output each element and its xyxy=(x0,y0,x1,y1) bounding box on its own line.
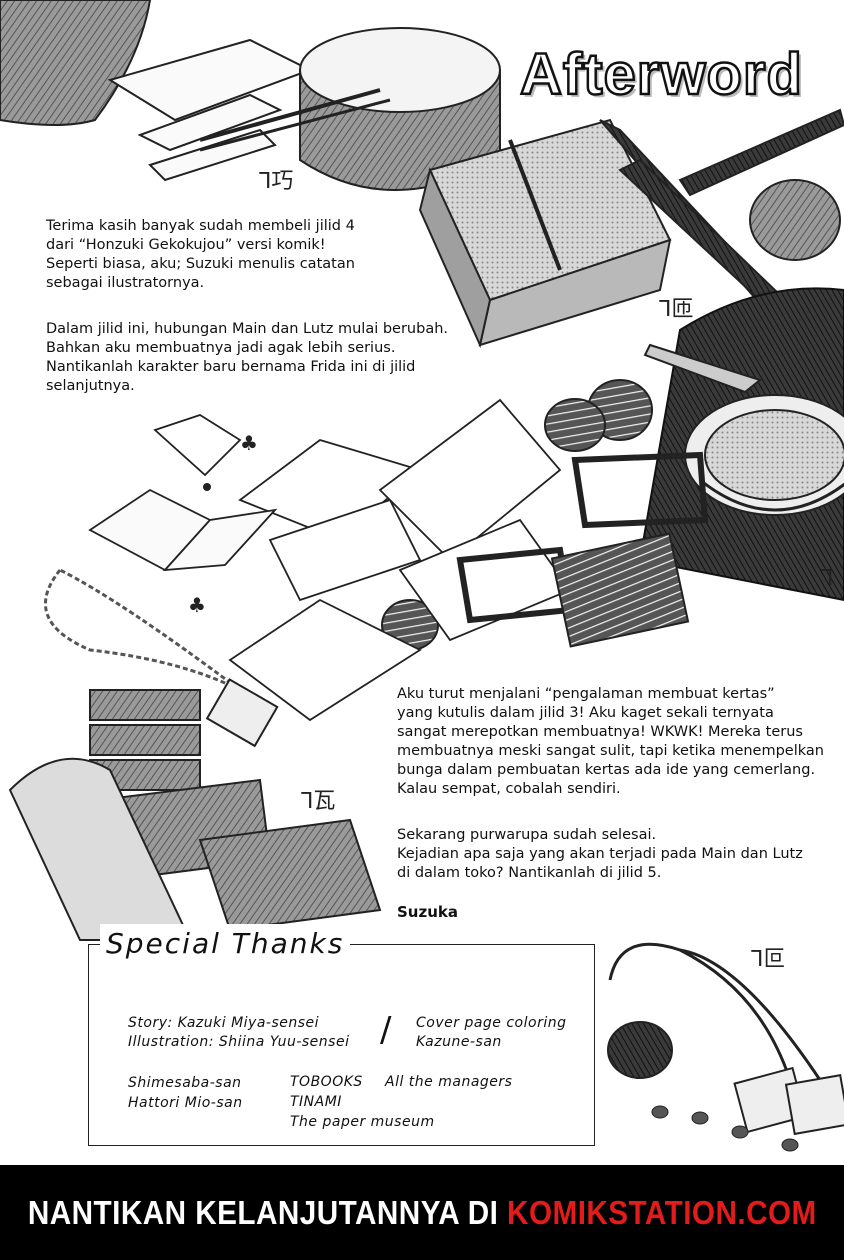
necklace-drawing xyxy=(608,942,822,1081)
text-line: selanjutnya. xyxy=(46,378,135,394)
text-line: Seperti biasa, aku; Suzuki menulis catat… xyxy=(46,256,355,272)
intro-paragraph: Terima kasih banyak sudah membeli jilid … xyxy=(46,217,355,293)
coins-drawing xyxy=(651,1105,799,1152)
paddle-drawing xyxy=(8,757,192,941)
text-line: Kalau sempat, cobalah sendiri. xyxy=(397,781,621,797)
clover-icon: ♣ xyxy=(240,431,258,455)
text-line: Aku turut menjalani “pengalaman membuat … xyxy=(397,686,775,702)
thanks-illustration: Illustration: Shiina Yuu-sensei xyxy=(128,1034,350,1050)
basket-drawing xyxy=(0,0,152,126)
thanks-name: All the managers xyxy=(385,1074,513,1090)
tag-drawing xyxy=(205,678,279,748)
promo-banner-text: NANTIKAN KELANJUTANNYA DI KOMIKSTATION.C… xyxy=(28,1194,817,1232)
text-line: dari “Honzuki Gekokujou” versi komik! xyxy=(46,237,326,253)
book-drawing xyxy=(88,488,278,572)
text-line: Bahkan aku membuatnya jadi agak lebih se… xyxy=(46,340,396,356)
glyph-sign: ᒣ叵 xyxy=(750,947,785,972)
next-volume-paragraph: Sekarang purwarupa sudah selesai. Kejadi… xyxy=(397,826,803,883)
thanks-name: TOBOOKS xyxy=(290,1074,363,1090)
paper-making-paragraph: Aku turut menjalani “pengalaman membuat … xyxy=(397,685,824,799)
promo-banner: NANTIKAN KELANJUTANNYA DI KOMIKSTATION.C… xyxy=(0,1165,844,1260)
bamboo-mat-drawing xyxy=(550,532,690,648)
text-line: sangat merepotkan membuatnya! WKWK! Mere… xyxy=(397,724,803,740)
text-line: Kejadian apa saja yang akan terjadi pada… xyxy=(397,846,803,862)
text-line: Sekarang purwarupa sudah selesai. xyxy=(397,827,657,843)
knife-drawing xyxy=(643,343,763,394)
chain-drawing xyxy=(44,568,241,692)
thanks-divider: / xyxy=(380,1010,392,1050)
glyph-sign: ᒣ巧 xyxy=(258,169,293,194)
tray-drawing xyxy=(107,38,313,182)
signature: Suzuka xyxy=(397,903,458,921)
thanks-name: TINAMI xyxy=(290,1094,342,1110)
relationship-paragraph: Dalam jilid ini, hubungan Main dan Lutz … xyxy=(46,320,448,396)
pouch-drawing xyxy=(607,1021,673,1079)
wooden-box-drawing xyxy=(418,118,672,349)
glyph-sign: ᒣ瓦 xyxy=(300,789,335,814)
text-line: bunga dalam pembuatan kertas ada ide yan… xyxy=(397,762,816,778)
glyph-sign: ᒣ xyxy=(820,566,833,591)
thanks-name: The paper museum xyxy=(290,1114,435,1130)
thanks-name: Hattori Mio-san xyxy=(128,1095,243,1111)
pan-drawing xyxy=(684,394,844,516)
tags-drawing xyxy=(733,1066,844,1136)
thanks-cover: Cover page coloring xyxy=(416,1015,567,1031)
page-title: Afterword xyxy=(519,41,803,109)
thanks-name: Shimesaba-san xyxy=(128,1075,242,1091)
text-line: Nantikanlah karakter baru bernama Frida … xyxy=(46,359,416,375)
thanks-story: Story: Kazuki Miya-sensei xyxy=(128,1015,320,1031)
text-line: membuatnya meski sangat sulit, tapi keti… xyxy=(397,743,824,759)
origami-drawing xyxy=(153,414,242,477)
text-line: Dalam jilid ini, hubungan Main dan Lutz … xyxy=(46,321,449,337)
special-thanks-title: Special Thanks xyxy=(100,924,351,964)
promo-banner-prefix: NANTIKAN KELANJUTANNYA DI xyxy=(27,1193,507,1231)
illustration: ᒣ巧 xyxy=(0,0,844,1152)
clover-icon: ♣ xyxy=(188,593,206,617)
papers-drawing xyxy=(228,398,572,722)
text-line: Terima kasih banyak sudah membeli jilid … xyxy=(46,218,355,234)
fruit-drawing xyxy=(749,179,841,261)
glyph-sign: ᒣ匝 xyxy=(658,297,693,322)
thanks-cover-artist: Kazune-san xyxy=(416,1034,502,1050)
text-line: di dalam toko? Nantikanlah di jilid 5. xyxy=(397,865,662,881)
text-line: yang kutulis dalam jilid 3! Aku kaget se… xyxy=(397,705,774,721)
site-link[interactable]: KOMIKSTATION.COM xyxy=(506,1193,817,1231)
bead-drawing xyxy=(203,483,211,491)
text-line: sebagai ilustratornya. xyxy=(46,275,205,291)
